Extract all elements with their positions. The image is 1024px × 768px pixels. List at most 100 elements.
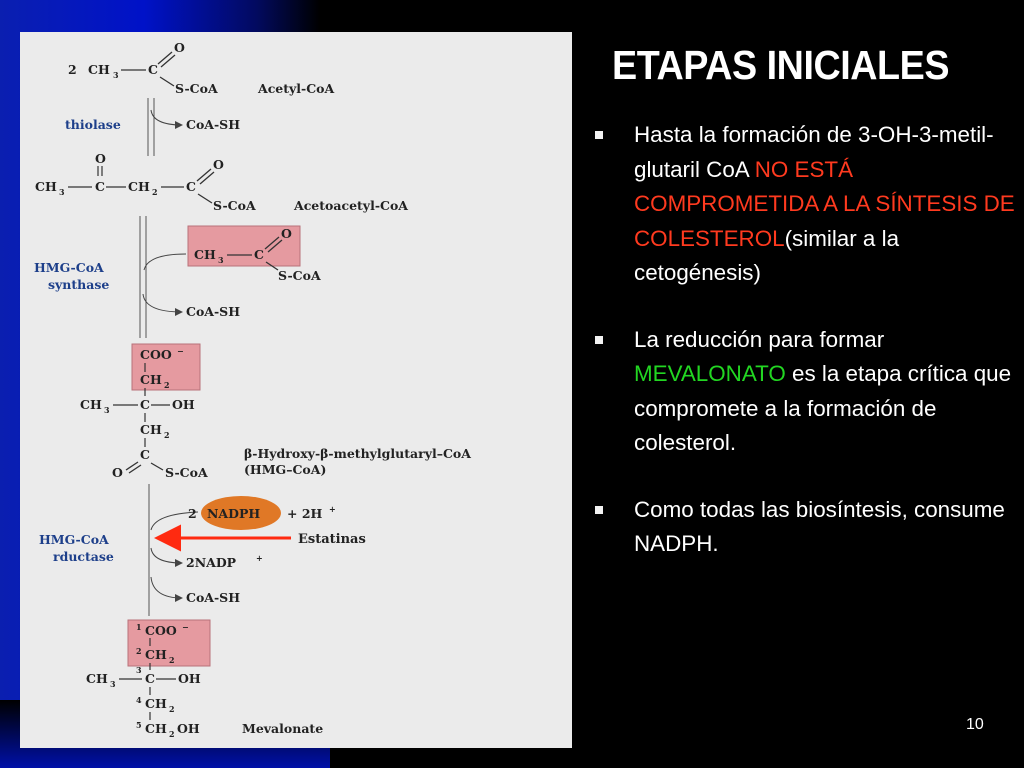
acetoacetyl-coa-label: Acetoacetyl-CoA: [293, 198, 408, 213]
acetyl-coeff: 2: [68, 62, 77, 77]
nadph-highlight-ellipse: [201, 496, 281, 530]
bullet-1-part-1: Hasta la formación de 3-OH-3-metil-gluta…: [634, 122, 994, 182]
statin-label: Estatinas: [298, 532, 366, 547]
plus-2h: + 2H: [287, 506, 323, 521]
hmg-coa-name-line1: β-Hydroxy-β-methylglutaryl–CoA: [244, 446, 471, 461]
mevalonate-pathway-diagram: 2 CH 3 C O S-CoA Acetyl-CoA thiolase CoA…: [20, 32, 572, 748]
hmg-coa-name-line2: (HMG–CoA): [244, 462, 326, 477]
synthase-enzyme-line1: HMG-CoA: [34, 260, 104, 275]
hmg-ch2-bottom-sub: 2: [164, 430, 170, 440]
acetoacetyl-c2: C: [186, 179, 196, 194]
hmg-coa-reductase-step: 2 NADPH + 2H + Estatinas HMG-CoA rductas…: [39, 484, 366, 616]
hmg-ch2-top: CH: [140, 372, 162, 387]
bullet-2-part-3: es la etapa crítica que compromete a la …: [634, 361, 1012, 455]
synthase-substrate-ch3: CH: [194, 247, 216, 262]
mev-n5: 5: [136, 720, 142, 730]
hmg-ch3-sub: 3: [104, 405, 110, 415]
mev-ch2-a-sub: 2: [169, 655, 175, 665]
mevalonate-highlight-box: [127, 619, 211, 667]
mev-ch2oh-sub: 2: [169, 729, 175, 739]
hmg-oxygen: O: [112, 465, 123, 480]
acetyl-coa-structure: 2 CH 3 C O S-CoA Acetyl-CoA: [68, 40, 335, 96]
mev-ch2-a: CH: [145, 647, 167, 662]
bullet-item-2: La reducción para formar MEVALONATO es l…: [595, 323, 1015, 461]
plus-2h-charge: +: [329, 504, 336, 514]
slide-title: ETAPAS INICIALES: [612, 42, 950, 88]
acetoacetyl-thioester: S-CoA: [213, 198, 256, 213]
synthase-substrate-thioester: S-CoA: [278, 268, 321, 283]
hmg-thioester: S-CoA: [165, 465, 208, 480]
mev-n3: 3: [136, 665, 142, 675]
hmg-c-center: C: [140, 397, 150, 412]
acetyl-thioester: S-CoA: [175, 81, 218, 96]
bullet-square-icon: [595, 335, 603, 344]
hmg-oh: OH: [172, 397, 195, 412]
acetyl-coa-label: Acetyl-CoA: [257, 81, 335, 96]
hmg-coo-charge: −: [177, 346, 184, 356]
thiolase-step: thiolase CoA-SH: [65, 98, 240, 156]
acetoacetyl-c1: C: [95, 179, 105, 194]
nadph-coeff: 2: [188, 506, 197, 521]
acetoacetyl-o1: O: [95, 151, 106, 166]
acetyl-sub3: 3: [113, 70, 119, 80]
bullet-2-part-1: La reducción para formar: [634, 326, 885, 352]
synthase-enzyme-line2: synthase: [48, 277, 109, 292]
mev-ch2-b-sub: 2: [169, 704, 175, 714]
acetyl-c: C: [148, 62, 158, 77]
hmg-coa-structure: COO − CH 2 CH 3 C OH CH 2 C O S-CoA β-Hy…: [80, 343, 471, 480]
bullet-2-highlight: MEVALONATO: [634, 361, 786, 386]
bullet-item-3: Como todas las biosíntesis, consume NADP…: [595, 493, 1015, 562]
reductase-enzyme-line1: HMG-CoA: [39, 532, 109, 547]
bullet-square-icon: [595, 505, 603, 514]
thiolase-coash: CoA-SH: [186, 117, 240, 132]
pathway-svg: 2 CH 3 C O S-CoA Acetyl-CoA thiolase CoA…: [34, 40, 471, 739]
hmg-coa-synthase-step: CH 3 C O S-CoA HMG-CoA synthase CoA-SH: [34, 216, 321, 338]
mev-ch2oh-oh: OH: [177, 721, 200, 736]
reductase-coash: CoA-SH: [186, 590, 240, 605]
mev-oh: OH: [178, 671, 201, 686]
acetoacetyl-o2: O: [213, 157, 224, 172]
hmg-ch2-top-sub: 2: [164, 380, 170, 390]
mev-c-center: C: [145, 671, 155, 686]
synthase-substrate-o: O: [281, 226, 292, 241]
hmg-ch3: CH: [80, 397, 102, 412]
hmg-coa-highlight-box: [131, 343, 201, 391]
hmg-coo: COO: [140, 347, 172, 362]
synthase-coash: CoA-SH: [186, 304, 240, 319]
mev-n4: 4: [136, 695, 142, 705]
bullet-3-part-1: Como todas las biosíntesis, consume NADP…: [634, 496, 1005, 557]
nadp-label: 2NADP: [186, 555, 237, 570]
mevalonate-label: Mevalonate: [242, 721, 323, 736]
bullet-list: Hasta la formación de 3-OH-3-metil-gluta…: [595, 118, 1015, 562]
mev-ch2-b: CH: [145, 696, 167, 711]
acetyl-ch3: CH: [88, 62, 110, 77]
bullet-1-highlight: NO ESTÁ COMPROMETIDA A LA SÍNTESIS DE CO…: [634, 156, 1015, 251]
mevalonate-structure: 1 COO − 2 CH 2 CH 3 3 C OH 4 CH 2 5 CH 2…: [86, 619, 323, 739]
hmg-c-carbonyl: C: [140, 447, 150, 462]
synthase-substrate-sub: 3: [218, 255, 224, 265]
acetoacetyl-ch3: CH: [35, 179, 57, 194]
synthase-substrate-c: C: [254, 247, 264, 262]
acetoacetyl-coa-structure: O CH 3 C CH 2 C O S-CoA Acetoacetyl-CoA: [35, 151, 408, 213]
mev-ch2oh: CH: [145, 721, 167, 736]
nadp-charge: +: [256, 553, 263, 563]
mev-n2: 2: [136, 646, 142, 656]
nadph-label: NADPH: [207, 506, 260, 521]
bullet-square-icon: [595, 131, 603, 139]
reductase-enzyme-line2: rductase: [53, 549, 114, 564]
mev-n1: 1: [136, 622, 142, 632]
acetyl-coa-highlight-box: [187, 225, 301, 267]
mev-ch3: CH: [86, 671, 108, 686]
page-number: 10: [966, 716, 984, 733]
bullet-item-1: Hasta la formación de 3-OH-3-metil-gluta…: [595, 118, 1015, 291]
mev-coo: COO: [145, 623, 177, 638]
mev-ch3-sub: 3: [110, 679, 116, 689]
thiolase-enzyme-label: thiolase: [65, 117, 121, 132]
mev-coo-charge: −: [182, 622, 189, 632]
acetoacetyl-ch2: CH: [128, 179, 150, 194]
acetoacetyl-sub3: 3: [59, 187, 65, 197]
bullet-1-part-3: (similar a la cetogénesis): [634, 225, 900, 286]
acetoacetyl-sub2: 2: [152, 187, 158, 197]
acetyl-oxygen: O: [174, 40, 185, 55]
hmg-ch2-bottom: CH: [140, 422, 162, 437]
